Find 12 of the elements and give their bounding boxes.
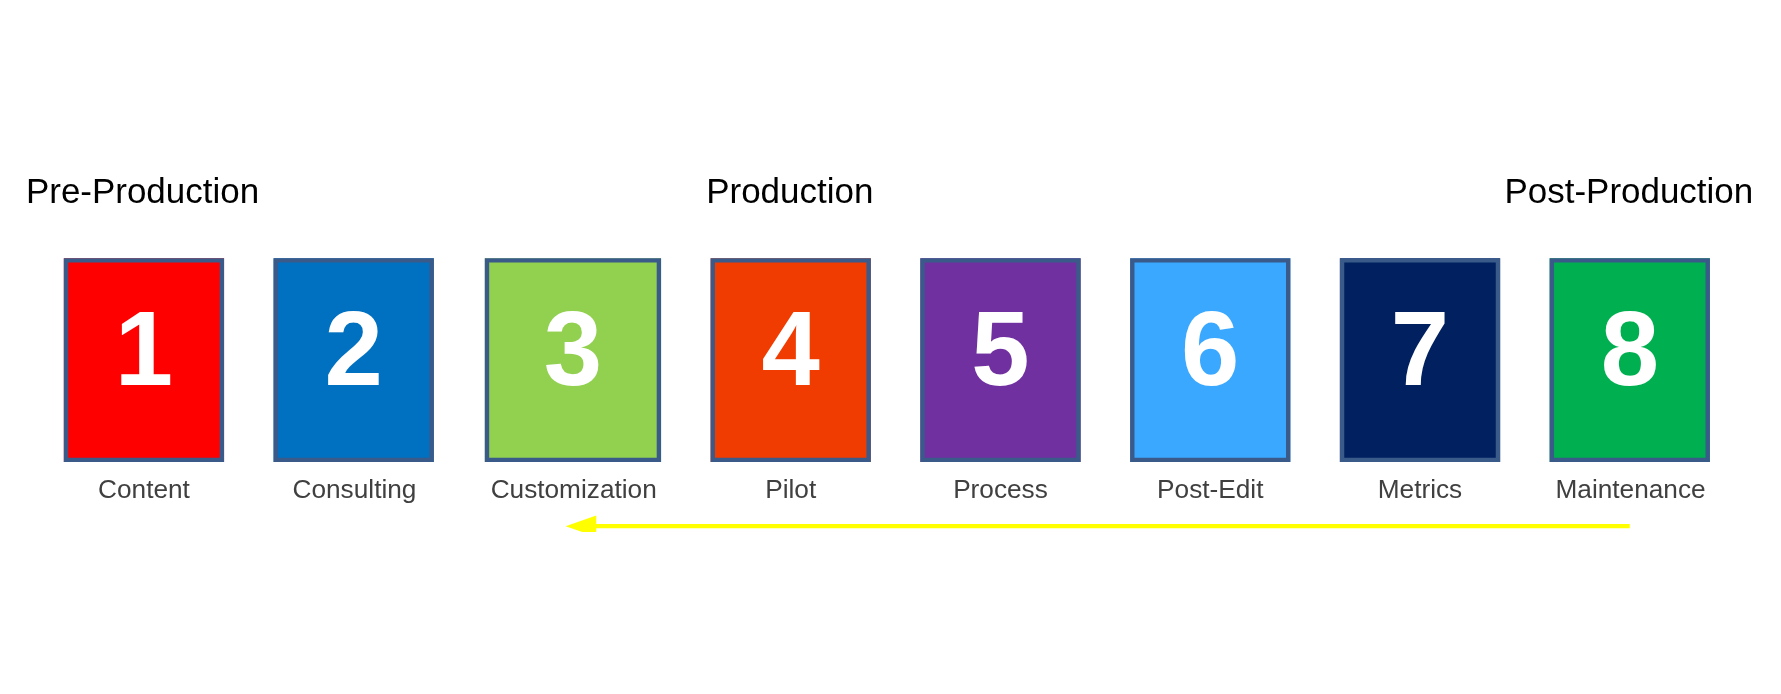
node-label: Metrics [1377,473,1463,504]
node-label: Customization [490,473,657,504]
node-label: Process [953,473,1048,504]
label: Production [706,171,874,211]
label: Pre-Production [25,171,260,211]
node-label: Content [98,473,190,504]
label: Post-Production [1504,171,1754,211]
node-label: Post-Edit [1157,473,1264,504]
arrow [565,515,1630,532]
node-label: Pilot [765,473,817,504]
node-label: Consulting [292,473,417,504]
node-label: Maintenance [1555,473,1706,504]
